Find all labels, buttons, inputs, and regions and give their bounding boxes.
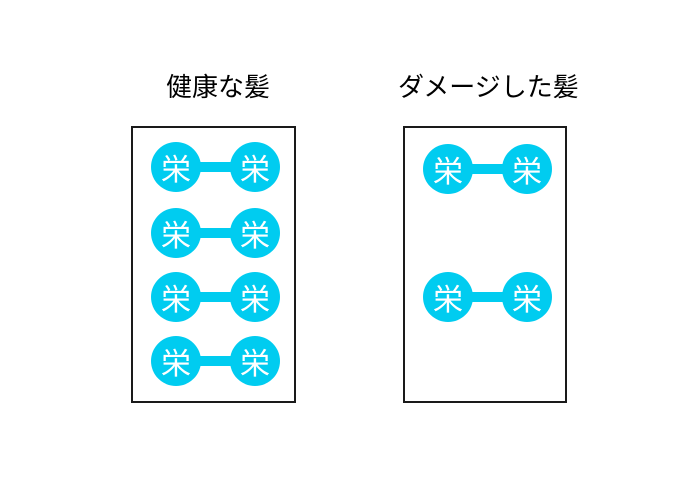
nutrient-node: 栄: [151, 208, 201, 258]
panel-title-healthy-hair: 健康な髪: [165, 73, 270, 103]
bond-link: [176, 292, 255, 302]
nutrient-node: 栄: [423, 144, 473, 194]
nutrient-bond: 栄栄: [151, 142, 280, 192]
nutrient-node: 栄: [151, 336, 201, 386]
nutrient-node: 栄: [230, 208, 280, 258]
nutrient-node: 栄: [502, 144, 552, 194]
nutrient-node: 栄: [230, 336, 280, 386]
hair-box-healthy: 栄栄栄栄栄栄栄栄: [131, 126, 296, 403]
nutrient-bond: 栄栄: [151, 208, 280, 258]
nutrient-node: 栄: [151, 272, 201, 322]
nutrient-node: 栄: [151, 142, 201, 192]
nutrient-bond: 栄栄: [423, 272, 552, 322]
nutrient-node: 栄: [230, 142, 280, 192]
bond-link: [176, 356, 255, 366]
nutrient-node: 栄: [230, 272, 280, 322]
nutrient-bond: 栄栄: [423, 144, 552, 194]
nutrient-node: 栄: [502, 272, 552, 322]
panel-title-damaged-hair: ダメージした髪: [398, 73, 579, 103]
bond-link: [448, 164, 527, 174]
bond-link: [448, 292, 527, 302]
nutrient-bond: 栄栄: [151, 272, 280, 322]
bond-link: [176, 228, 255, 238]
nutrient-bond: 栄栄: [151, 336, 280, 386]
bond-link: [176, 162, 255, 172]
nutrient-node: 栄: [423, 272, 473, 322]
hair-box-damaged: 栄栄栄栄: [403, 126, 567, 403]
